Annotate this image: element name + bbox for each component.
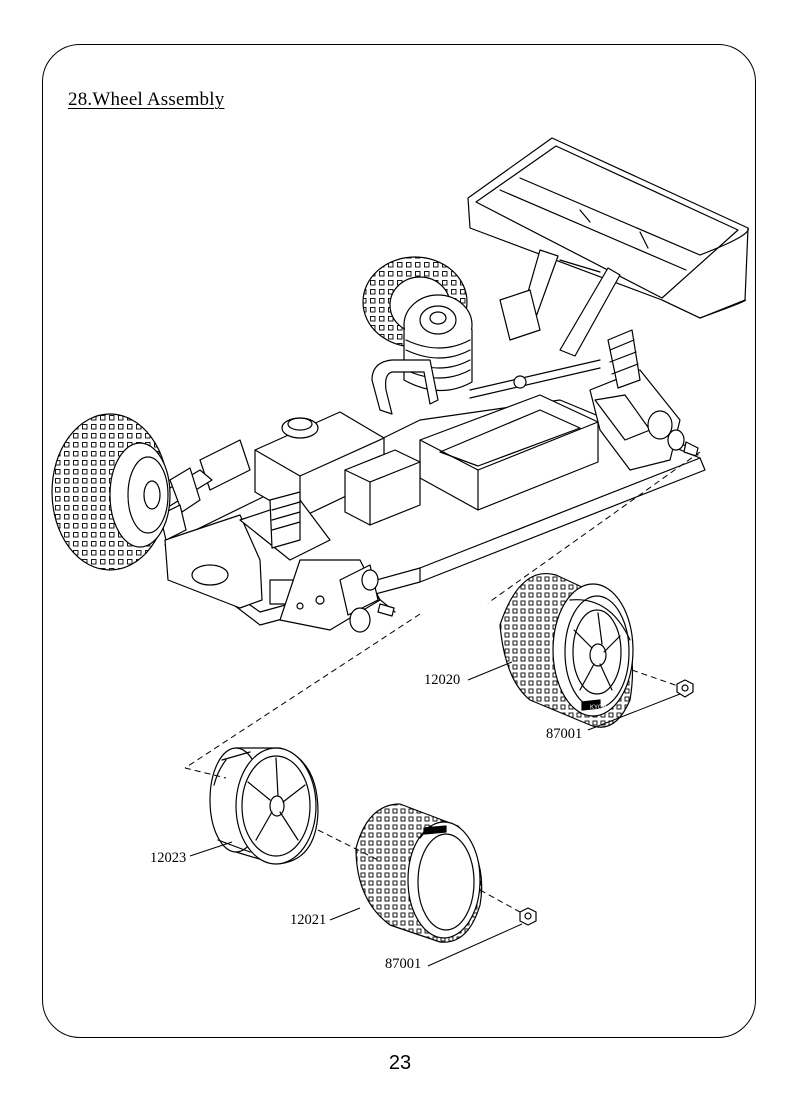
part-label-87001-upper: 87001: [546, 726, 583, 742]
part-label-12020: 12020: [424, 672, 461, 688]
part-label-12021: 12021: [290, 912, 327, 928]
buggy-chassis: [51, 137, 749, 633]
servo: [344, 449, 421, 526]
page-number: 23: [388, 1052, 412, 1074]
tire-brand-mark: KYOB: [590, 705, 607, 711]
nut-87001-lower: [519, 907, 537, 926]
part-label-12023: 12023: [150, 850, 187, 866]
leader-lines: [189, 661, 681, 967]
rear-suspension: [499, 289, 699, 471]
engine: [403, 294, 473, 392]
front-gearbox: [164, 499, 381, 631]
wheel-12020-assembly: [499, 573, 634, 728]
radio-box: [419, 394, 599, 511]
rear-wing: [467, 137, 749, 319]
front-left-tire: [51, 413, 171, 571]
part-label-87001-lower: 87001: [385, 956, 422, 972]
rim-12023: [209, 747, 319, 865]
section-title: 28.Wheel Assembly: [68, 89, 225, 110]
front-right-hub: [339, 564, 396, 633]
assembly-guides: [184, 451, 701, 913]
nut-87001-upper: [676, 679, 694, 698]
page-frame: [42, 44, 756, 1038]
tire-12021: [355, 803, 483, 943]
